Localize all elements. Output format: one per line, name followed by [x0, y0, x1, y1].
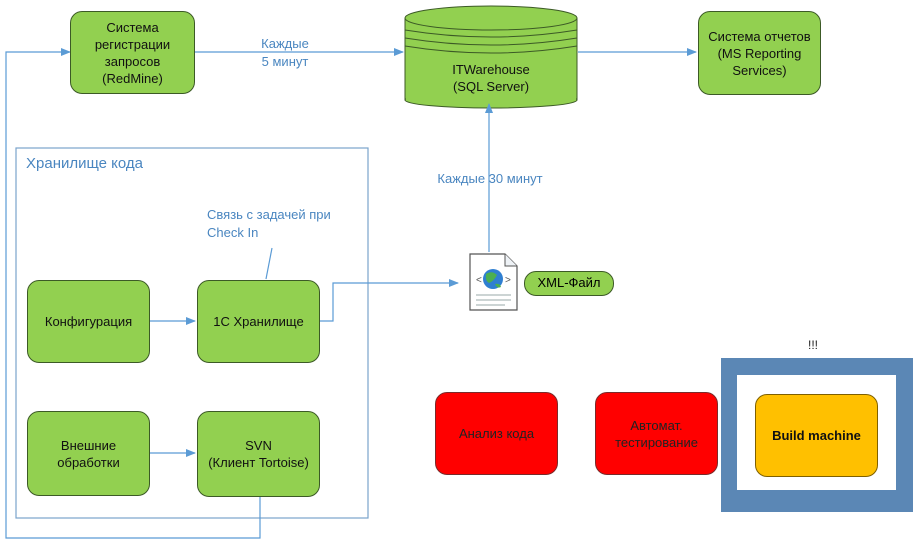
callout-checkin — [265, 247, 273, 280]
redmine-node[interactable]: Система регистрации запросов (RedMine) — [70, 11, 195, 94]
svn-node[interactable]: SVN (Клиент Tortoise) — [197, 411, 320, 497]
storage-1c-node[interactable]: 1С Хранилище — [197, 280, 320, 363]
edge-1c-xml — [320, 279, 459, 322]
svg-text:<: < — [476, 275, 482, 286]
repo-group-frame — [15, 147, 369, 519]
xml-file-pill[interactable]: XML-Файл — [524, 271, 614, 296]
label-every-30-min: Каждые 30 минут — [437, 171, 543, 186]
label-checkin-link: Связь с задачей при Check In — [207, 207, 331, 240]
configuration-node[interactable]: Конфигурация — [27, 280, 150, 363]
code-analysis-node[interactable]: Анализ кода — [435, 392, 558, 475]
repo-group-title: Хранилище кода — [26, 155, 144, 172]
document-globe-icon[interactable]: < > — [469, 253, 518, 311]
exclaim-mark: !!! — [808, 338, 819, 352]
external-processing-node[interactable]: Внешние обработки — [27, 411, 150, 496]
auto-testing-node[interactable]: Автомат. тестирование — [595, 392, 718, 475]
svg-text:>: > — [505, 275, 511, 286]
edge-svn-loop-redmine — [5, 48, 261, 539]
label-every-5-min: Каждые 5 минут — [261, 36, 309, 69]
itwarehouse-label: ITWarehouse (SQL Server) — [452, 62, 530, 94]
reporting-node[interactable]: Система отчетов (MS Reporting Services) — [698, 11, 821, 95]
connectors — [5, 48, 697, 539]
build-machine-node[interactable]: Build machine — [755, 394, 878, 477]
database-cylinder[interactable] — [404, 5, 578, 109]
